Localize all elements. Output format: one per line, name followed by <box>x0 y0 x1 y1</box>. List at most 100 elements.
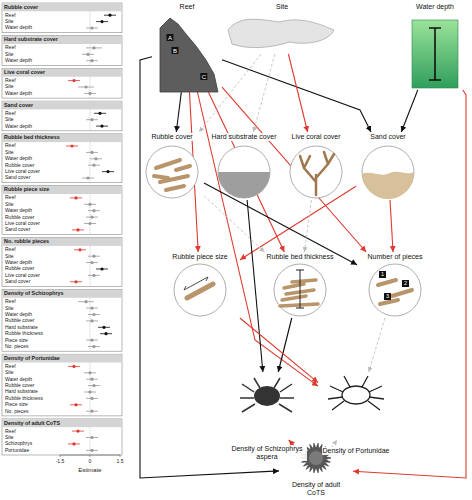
map-node: Site <box>226 2 338 54</box>
estimate-point <box>90 26 93 29</box>
path-arrow <box>304 200 311 252</box>
path-arrow <box>240 318 318 383</box>
panel-title: Density of Portunidae <box>4 356 60 361</box>
row-label: Sand cover <box>5 279 30 284</box>
tick-label: 0 <box>89 459 92 464</box>
node-label: Number of pieces <box>367 253 424 261</box>
row-label: Hard substrate <box>5 389 38 394</box>
estimate-point <box>90 378 93 381</box>
plot-panel <box>2 290 122 352</box>
estimate-point <box>90 410 93 413</box>
estimate-point <box>90 436 93 439</box>
estimate-point <box>92 313 95 316</box>
panel-title: Rubble cover <box>4 5 38 10</box>
callout-number: 1 <box>381 272 384 278</box>
row-label: Hard substrate <box>5 325 38 330</box>
row-label: Reef <box>5 45 16 50</box>
path-arrow <box>247 200 263 372</box>
estimate-point <box>84 85 87 88</box>
estimate-point <box>88 92 91 95</box>
callout-box <box>402 280 409 287</box>
zero-line <box>90 194 91 234</box>
zero-line <box>90 427 91 455</box>
node-label: Site <box>275 3 289 11</box>
row-label: Portunidae <box>5 448 29 453</box>
panel-title: Sand cover <box>4 103 33 108</box>
plot-panel <box>2 36 122 66</box>
axis-tick <box>120 455 121 457</box>
estimate-point <box>72 365 75 368</box>
response-node: Density of Portunidae <box>318 372 394 456</box>
node-label: Live coral cover <box>290 133 341 141</box>
row-label: Rubble cover <box>5 383 34 388</box>
estimate-point <box>90 449 93 452</box>
thickness-bar <box>296 270 304 308</box>
estimate-point <box>88 390 91 393</box>
estimate-point <box>90 216 93 219</box>
path-arrow <box>240 186 356 259</box>
plot-panel <box>2 238 122 287</box>
estimate-point <box>72 442 75 445</box>
path-arrow <box>390 200 393 252</box>
row-label: Site <box>5 117 14 122</box>
panel-header <box>2 419 121 427</box>
estimate-point <box>92 46 95 49</box>
estimate-point <box>86 53 89 56</box>
estimate-point <box>88 371 91 374</box>
estimate-point <box>92 345 95 348</box>
row-label: Site <box>5 150 14 155</box>
row-label: Piece size <box>5 402 28 407</box>
factor-node: Live coral cover <box>284 132 348 200</box>
map-letter: B <box>171 47 178 54</box>
estimate-point <box>74 403 77 406</box>
row-label: Reef <box>5 143 16 148</box>
panel-title: Live coral cover <box>4 70 45 75</box>
node-label: Density of adult CoTS <box>282 481 350 497</box>
panel-title: No. rubble pieces <box>4 239 49 244</box>
panel-title: Rubble piece size <box>4 187 49 192</box>
node-label: Density of Schizophrys aspera <box>227 445 307 461</box>
row-label: Water depth <box>5 156 32 161</box>
callout-box <box>384 293 391 300</box>
row-label: Site <box>5 19 14 24</box>
estimate-point <box>72 79 75 82</box>
water-column <box>412 20 458 88</box>
number-pieces-circle <box>369 264 421 316</box>
callout-box <box>379 271 386 278</box>
callout-number: 2 <box>404 281 407 287</box>
estimate-point <box>90 118 93 121</box>
estimate-point <box>108 14 111 17</box>
estimate-point <box>74 196 77 199</box>
plot-panel <box>2 134 122 183</box>
callout-number: 3 <box>386 294 389 300</box>
factor-node: Sand cover <box>356 132 420 200</box>
node-label: Water depth <box>415 3 455 11</box>
row-label: Live coral cover <box>5 273 40 278</box>
node-label: Reef <box>179 3 196 11</box>
path-arrow <box>253 54 274 132</box>
row-label: Live coral cover <box>5 221 40 226</box>
row-label: Piece size <box>5 338 28 343</box>
row-label: Reef <box>5 247 16 252</box>
zero-line <box>90 110 91 131</box>
estimate-point <box>98 112 101 115</box>
estimate-point <box>76 430 79 433</box>
row-label: Rubble cover <box>5 215 34 220</box>
estimate-point <box>86 176 89 179</box>
path-arrow <box>401 90 417 132</box>
row-label: Rubble thickness <box>5 396 43 401</box>
crab-legs <box>328 376 384 410</box>
row-label: Site <box>5 202 14 207</box>
zero-line <box>90 246 91 286</box>
zero-line <box>90 44 91 65</box>
row-label: Water depth <box>5 260 32 265</box>
row-label: Reef <box>5 111 16 116</box>
node-label: Rubble bed thickness <box>266 253 335 261</box>
rubble-pieces <box>378 280 412 304</box>
hard-substrate-circle <box>218 146 270 198</box>
estimate-point <box>90 339 93 342</box>
row-label: No. pieces <box>5 344 29 349</box>
panel-title: Density of Schizophrys <box>4 291 64 296</box>
zero-line <box>90 298 91 351</box>
plot-panel <box>2 419 122 455</box>
